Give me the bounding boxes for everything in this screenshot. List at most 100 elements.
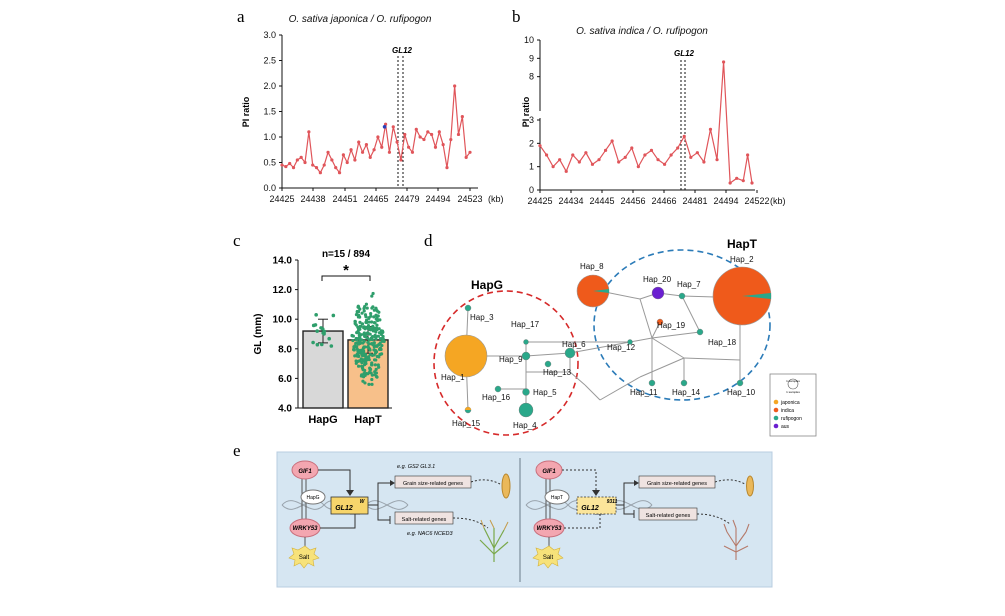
panel-b-point [735,176,739,180]
left-salt-gene-line [377,505,390,521]
panel-c-dot-hapt [366,336,370,340]
panel-b-point [643,153,647,157]
hap-9-label: Hap_9 [499,355,523,364]
left-promoter-label: HapG [306,495,319,501]
panel-a-point [284,164,288,169]
hap-1-node [444,334,488,378]
panel-c-dot-hapt [354,361,358,365]
legend-indica-label: indica [781,408,794,414]
hapt-group-label: HapT [727,237,758,251]
hap-17-label: Hap_17 [511,320,540,329]
panel-b-point [603,148,608,152]
hap-13-label: Hap_13 [543,368,572,377]
panel-c-dot-hapt [357,351,361,355]
panel-b-ylabel: PI ratio [521,96,531,127]
panel-b-point [584,151,588,155]
hap-3-label: Hap_3 [470,313,494,322]
panel-c-dot-hapt [354,359,358,363]
panel-a-ylabel: PI ratio [241,96,251,127]
panel-a-xtick-label: 24479 [394,194,419,204]
panel-a-point [295,158,299,162]
panel-c-dot-hapg [320,327,325,331]
panel-b-point [571,153,575,157]
left-plant-panicle [480,519,509,531]
panel-a-point [445,166,449,170]
right-promoter-node [544,489,570,505]
hap-19-label: Hap_19 [657,321,686,330]
panel-c-ytick-label: 14.0 [273,256,293,267]
panel-c-dot-hapt [356,364,361,368]
panel-c-dot-hapt [362,358,366,362]
hapg-group-label: HapG [471,278,503,292]
left-grain-box-label: Grain size-related genes [403,481,463,487]
panel-c-dot-hapt [380,343,384,348]
legend-scale-bottom: 1 samples [786,390,800,394]
panel-c-dot-hapt [358,324,362,328]
panel-c-dot-hapt [362,345,366,349]
panel-c-dot-hapt [373,334,377,339]
panel-c-dot-hapt [370,334,375,339]
right-wilted-plant-icon [723,519,750,560]
panel-a-marker-label: GL12 [392,46,413,55]
panel-d-label: d [424,231,433,250]
panel-b: b O. sativa indica / O. rufipogon PI rat… [512,7,786,206]
left-gif1-label: GIF1 [298,469,312,475]
panel-b-xtick-label: 24481 [682,196,707,206]
panel-a-point [291,166,296,170]
panel-c-dot-hapt [360,322,365,326]
left-plant-icon [479,527,509,562]
panel-a-point [460,115,464,119]
hap-19-node [656,318,664,326]
panel-b-xtick-label: 24445 [589,196,614,206]
panel-a-point [360,150,365,154]
legend-aus-swatch [773,423,779,429]
panel-c-dot-hapg [315,329,319,333]
panel-c-dot-hapt [353,320,357,324]
panel-a-point [318,171,322,175]
panel-c-dot-hapt [371,291,375,296]
left-salt-box-label: Salt-related genes [402,517,447,523]
panel-a-point [395,140,399,144]
legend-japonica-swatch [773,399,779,405]
panel-a-point [418,135,422,139]
hap-14-label: Hap_14 [672,388,701,397]
panel-c-dot-hapt [373,348,378,353]
panel-a-xtick-label: 24465 [363,194,388,204]
panel-b-ytick-label: 0 [529,185,534,195]
panel-b-xtick-label: 24466 [651,196,676,206]
left-grain-icon [501,473,511,499]
hap-8-rufipogon-slice [593,289,609,293]
panel-b-xtick-label: 24494 [713,196,738,206]
panel-a-ytick-label: 2.0 [263,81,276,91]
left-grain-arrow [368,482,390,506]
panel-a-point [426,130,430,134]
panel-a-point [399,158,403,162]
panel-a-point [334,166,338,170]
panel-a-xtick-label: 24425 [269,194,294,204]
panel-a-xtick-label: 24451 [332,194,357,204]
panel-c-dot-hapt [362,309,366,313]
panel-c-dot-hapt [367,320,371,324]
right-salt-box-label: Salt-related genes [646,513,691,519]
haplotype-legend: 1 samples 1 samples japonica indica rufi… [769,373,817,437]
panel-a-point [345,160,349,165]
panel-c-dot-hapt [374,337,378,341]
left-salt-dashed-arrow [452,517,489,529]
hap-2-label: Hap_2 [730,255,754,264]
panel-c-label: c [233,231,241,250]
panel-c-dot-hapt [350,334,354,338]
panel-c-n-annotation: n=15 / 894 [322,249,371,260]
panel-c-dot-hapt [373,363,377,367]
panel-a-xunit: (kb) [488,194,504,204]
panel-a-point [353,158,357,162]
right-activation-arrowhead [592,490,600,496]
panel-c-dot-hapt [364,302,368,306]
right-gif1-label: GIF1 [542,469,556,475]
panel-c-dot-hapt [352,347,356,352]
panel-c-dot-hapt [365,306,369,310]
panel-c-dot-hapt [373,373,377,377]
panel-c: c n=15 / 894 * GL (mm) 4.06.08.010.012.0… [233,231,392,426]
hapg-group-circle [433,290,579,436]
panel-c-dot-hapt [354,338,359,342]
